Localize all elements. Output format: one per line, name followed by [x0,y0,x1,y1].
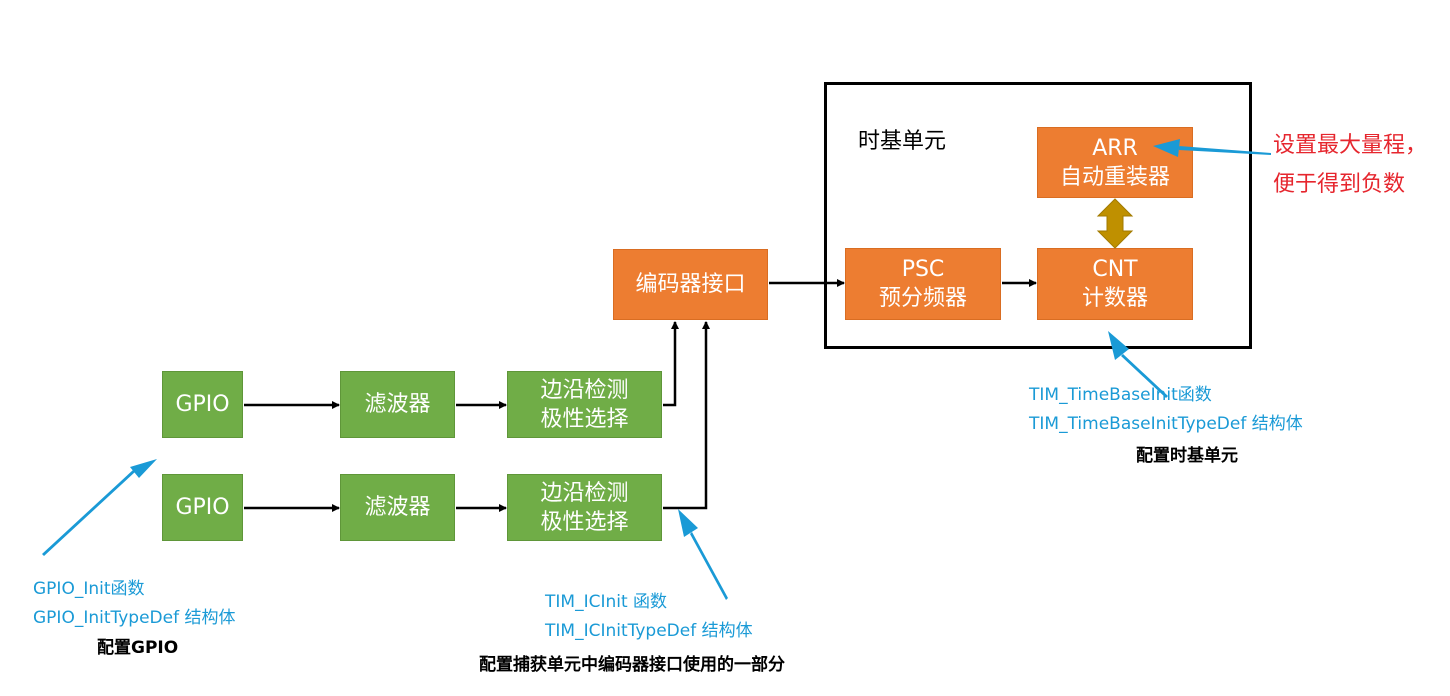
timebase-init-function: TIM_TimeBaseInit函数 [1029,385,1212,405]
arr-label: ARR [1092,135,1138,161]
gpio-init-function: GPIO_Init函数 [33,579,145,599]
arr-sublabel: 自动重装器 [1059,164,1170,190]
gpio-block-1: GPIO [162,371,243,438]
encoder-interface-label: 编码器接口 [635,272,746,297]
filter-block-1: 滤波器 [340,371,455,438]
edge-detect-label-1: 边沿检测 [540,377,629,403]
timebase-caption: 配置时基单元 [1136,446,1238,466]
psc-sublabel: 预分频器 [878,286,967,311]
filter-label-2: 滤波器 [364,495,431,520]
polarity-select-label-1: 极性选择 [540,406,629,432]
cnt-sublabel: 计数器 [1081,286,1148,311]
edge-detect-block-1: 边沿检测 极性选择 [507,371,662,438]
filter-label-1: 滤波器 [364,392,431,417]
callout-arrow-gpio [42,459,157,556]
gpio-init-struct: GPIO_InitTypeDef 结构体 [33,608,236,628]
gpio-label-2: GPIO [175,495,230,520]
callout-arrow-arr [1153,139,1271,157]
callout-arrow-edge [678,509,728,600]
gpio-block-2: GPIO [162,474,243,541]
ic-caption: 配置捕获单元中编码器接口使用的一部分 [479,655,785,675]
arr-note-line1: 设置最大量程， [1273,133,1428,158]
gpio-caption: 配置GPIO [97,638,179,658]
time-base-unit-title: 时基单元 [858,129,947,154]
edge-detect-block-2: 边沿检测 极性选择 [507,474,662,541]
cnt-block: CNT 计数器 [1037,248,1193,320]
callout-arrow-cnt [1108,331,1168,398]
polarity-select-label-2: 极性选择 [540,509,629,535]
arrow-edge1-to-encoder [663,321,679,407]
psc-block: PSC 预分频器 [845,248,1001,320]
filter-block-2: 滤波器 [340,474,455,541]
timebase-init-struct: TIM_TimeBaseInitTypeDef 结构体 [1029,414,1303,434]
arrow-edge2-to-encoder [663,321,710,510]
ic-init-struct: TIM_ICInitTypeDef 结构体 [545,621,753,641]
arr-cnt-double-arrow [1096,198,1134,249]
cnt-label: CNT [1092,257,1138,282]
ic-init-function: TIM_ICInit 函数 [545,592,668,612]
encoder-interface-block: 编码器接口 [613,249,768,320]
gpio-label-1: GPIO [175,392,230,417]
psc-label: PSC [901,257,945,282]
arr-block: ARR 自动重装器 [1037,127,1193,198]
time-base-unit-frame [824,82,1252,349]
arr-note-line2: 便于得到负数 [1273,172,1406,197]
edge-detect-label-2: 边沿检测 [540,480,629,506]
